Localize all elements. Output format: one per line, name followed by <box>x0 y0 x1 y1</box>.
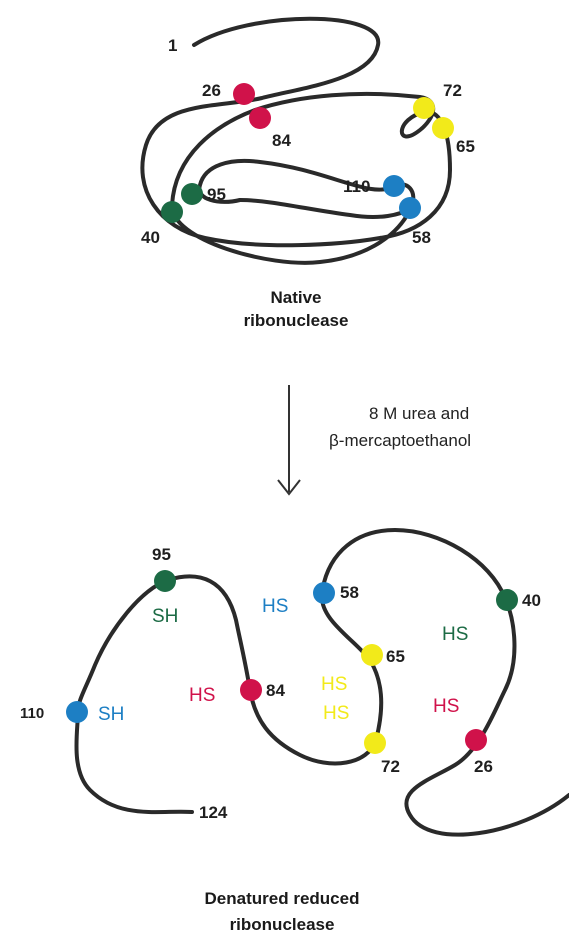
native-cys65-dot <box>432 117 454 139</box>
denatured-sh110: SH <box>98 704 124 725</box>
native-residue-65-label: 65 <box>456 137 475 156</box>
denatured-cys40-dot <box>496 589 518 611</box>
native-ribonuclease: 1 26 84 72 65 95 110 40 58 Native ribonu… <box>140 16 475 330</box>
native-residue-72-label: 72 <box>443 81 462 100</box>
denatured-cys58-dot <box>313 582 335 604</box>
denatured-hs40: HS <box>442 624 468 645</box>
denatured-cys65-dot <box>361 644 383 666</box>
denatured-hs58: HS <box>262 596 288 617</box>
denatured-cys26-dot <box>465 729 487 751</box>
conditions-line2: β-mercaptoethanol <box>329 431 471 450</box>
native-chain <box>140 16 452 265</box>
native-residue-110-label: 110 <box>343 177 370 196</box>
denatured-caption-line1: Denatured reduced <box>205 889 360 908</box>
denatured-residue-26-label: 26 <box>474 757 493 776</box>
native-residue-58-label: 58 <box>412 228 431 247</box>
denatured-residue-58-label: 58 <box>340 583 359 602</box>
native-residue-40-label: 40 <box>141 228 160 247</box>
denatured-cys110-dot <box>66 701 88 723</box>
denatured-hs26: HS <box>433 696 459 717</box>
arrow-head <box>277 479 301 496</box>
conditions-line1: 8 M urea and <box>369 404 469 423</box>
denatured-hs84: HS <box>189 685 215 706</box>
native-residue-26-label: 26 <box>202 81 221 100</box>
denatured-ribonuclease: 95 58 40 65 110 84 72 26 124 SH HS HS HS… <box>20 528 569 934</box>
denatured-residue-95-label: 95 <box>152 545 171 564</box>
denatured-hs72: HS <box>323 703 349 724</box>
native-residue-84-label: 84 <box>272 131 291 150</box>
native-cys40-dot <box>161 201 183 223</box>
native-caption-line1: Native <box>270 288 321 307</box>
native-cys58-dot <box>399 197 421 219</box>
native-residue-95-label: 95 <box>207 185 226 204</box>
denatured-sh95: SH <box>152 606 178 627</box>
native-caption-line2: ribonuclease <box>244 311 349 330</box>
native-cys110-dot <box>383 175 405 197</box>
native-n-terminus-label: 1 <box>168 36 177 55</box>
denatured-caption-line2: ribonuclease <box>230 915 335 934</box>
denatured-cys72-dot <box>364 732 386 754</box>
denatured-residue-65-label: 65 <box>386 647 405 666</box>
denatured-residue-84-label: 84 <box>266 681 285 700</box>
denatured-residue-40-label: 40 <box>522 591 541 610</box>
native-cys84-dot <box>249 107 271 129</box>
native-cys26-dot <box>233 83 255 105</box>
denatured-hs65: HS <box>321 674 347 695</box>
denatured-cys95-dot <box>154 570 176 592</box>
native-cys95-dot <box>181 183 203 205</box>
native-chain-loop <box>238 198 414 219</box>
denatured-residue-110-label: 110 <box>20 705 44 722</box>
native-cys72-dot <box>413 97 435 119</box>
denatured-c-terminus-label: 124 <box>199 803 228 822</box>
denatured-residue-72-label: 72 <box>381 757 400 776</box>
denaturation-arrow: 8 M urea and β-mercaptoethanol <box>277 385 471 496</box>
denatured-cys84-dot <box>240 679 262 701</box>
